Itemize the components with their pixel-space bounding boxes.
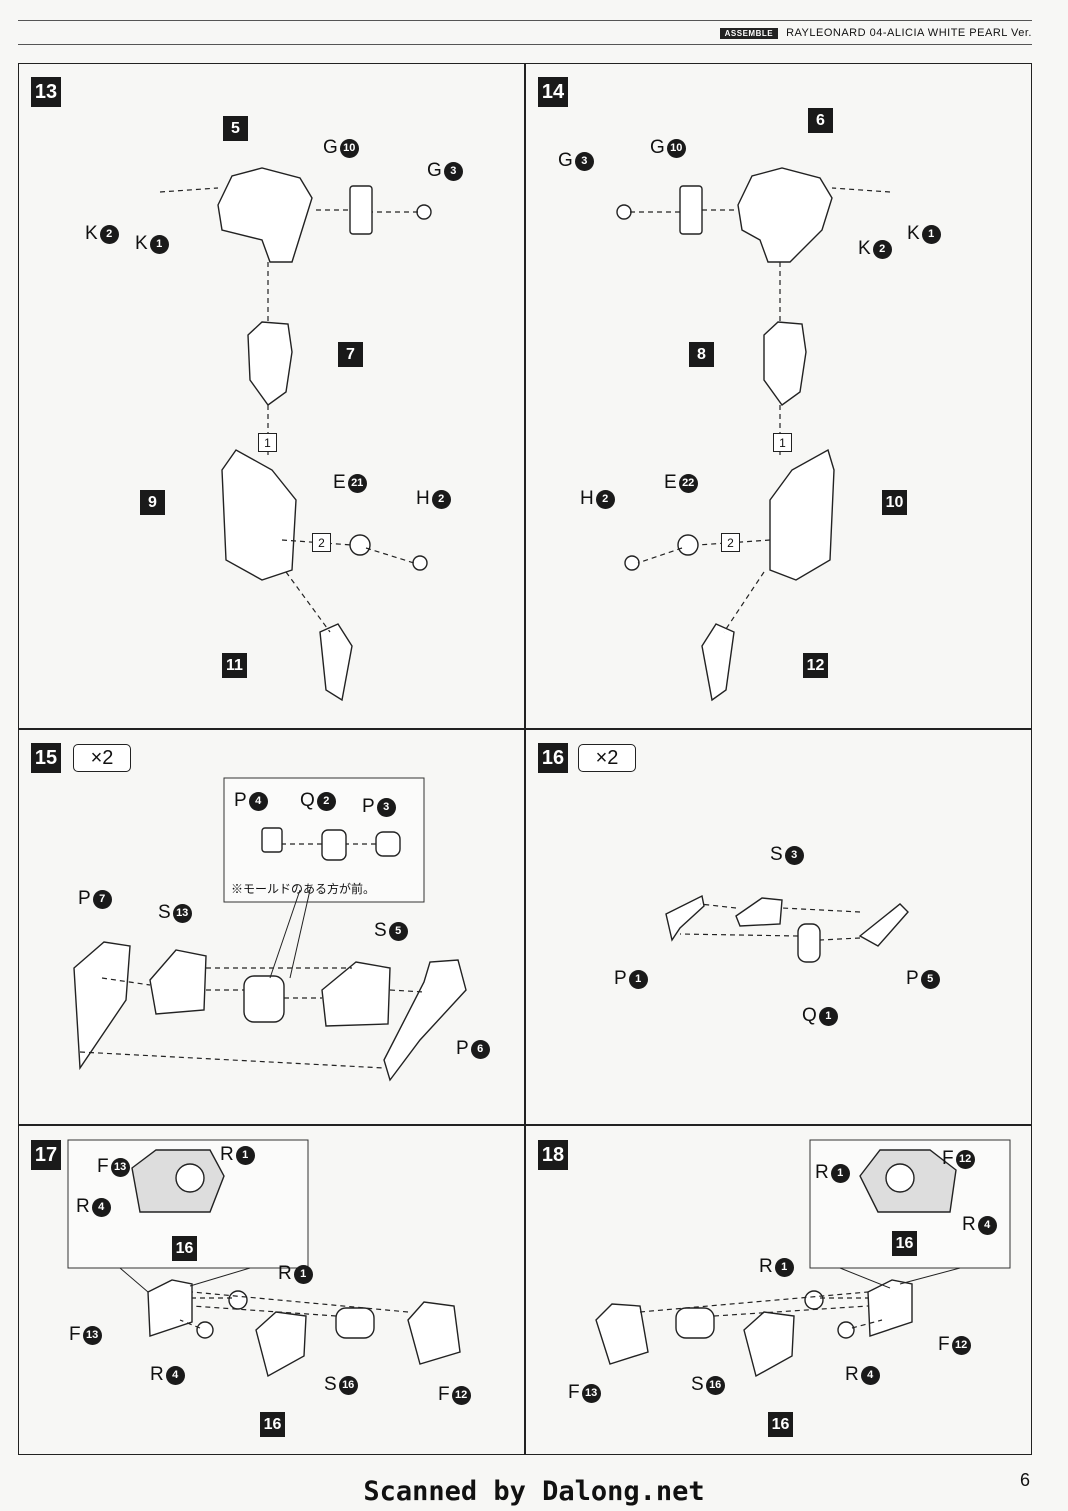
step-14-number: 14 <box>538 77 568 107</box>
mold-note: ※モールドのある方が前。 <box>231 882 376 896</box>
substep-2: 2 <box>312 533 331 552</box>
part-11: 11 <box>222 653 247 678</box>
part-16: 16 <box>172 1236 197 1261</box>
step-15-multiplier: ×2 <box>73 744 131 772</box>
step-17-number: 17 <box>31 1140 61 1170</box>
grid-divider-2 <box>18 1124 1032 1126</box>
part-16: 16 <box>892 1231 917 1256</box>
grid-divider-vertical <box>524 63 526 1455</box>
part-8: 8 <box>689 342 714 367</box>
scan-credit: Scanned by Dalong.net <box>363 1476 705 1507</box>
substep-1: 1 <box>258 433 277 452</box>
step-15-number: 15 <box>31 743 61 773</box>
part-7: 7 <box>338 342 363 367</box>
part-12: 12 <box>803 653 828 678</box>
assemble-badge: ASSEMBLE <box>719 27 779 39</box>
part-16: 16 <box>768 1412 793 1437</box>
step-16-multiplier: ×2 <box>578 744 636 772</box>
part-16: 16 <box>260 1412 285 1437</box>
step-13-number: 13 <box>31 77 61 107</box>
page-header: ASSEMBLE RAYLEONARD 04-ALICIA WHITE PEAR… <box>719 27 1032 39</box>
page-number: 6 <box>1019 1470 1030 1490</box>
part-5: 5 <box>223 116 248 141</box>
part-6: 6 <box>808 108 833 133</box>
grid-divider-1 <box>18 728 1032 730</box>
substep-1: 1 <box>773 433 792 452</box>
substep-2: 2 <box>721 533 740 552</box>
kit-title: RAYLEONARD 04-ALICIA WHITE PEARL Ver. <box>786 27 1032 39</box>
part-10: 10 <box>882 490 907 515</box>
step-18-number: 18 <box>538 1140 568 1170</box>
step-16-number: 16 <box>538 743 568 773</box>
part-9: 9 <box>140 490 165 515</box>
